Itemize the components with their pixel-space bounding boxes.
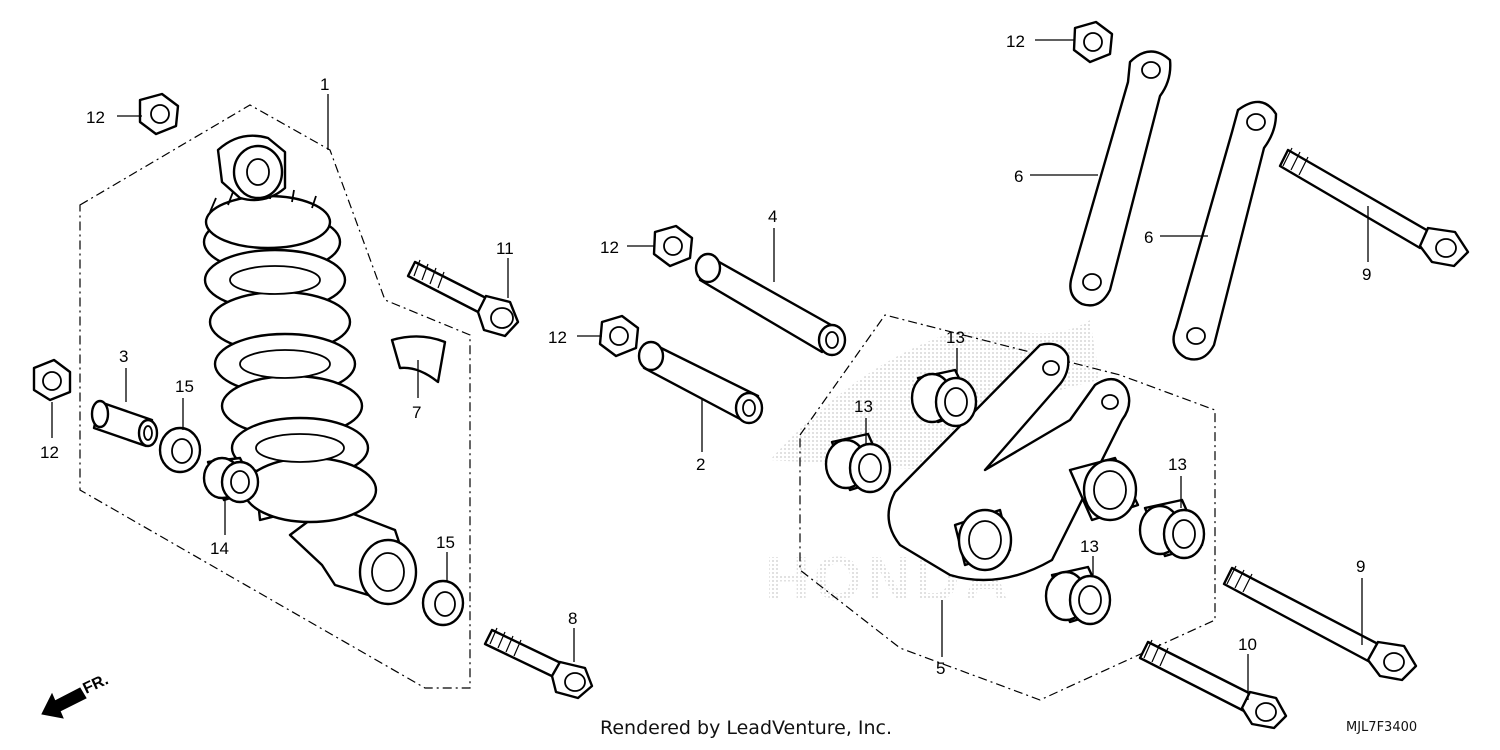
cushion-connecting-rod-right[interactable]: [1172, 100, 1278, 361]
collar-part-2[interactable]: [637, 340, 764, 425]
callout-15[interactable]: 15: [436, 533, 455, 552]
flange-nut-12-top-right[interactable]: [1072, 20, 1114, 64]
callout-12[interactable]: 12: [600, 238, 619, 257]
collar-part[interactable]: [90, 399, 159, 448]
callout-13[interactable]: 13: [854, 397, 873, 416]
long-bolt-9-upper[interactable]: [1278, 147, 1470, 268]
front-label: FR.: [81, 671, 112, 697]
callout-12[interactable]: 12: [1006, 32, 1025, 51]
callout-12[interactable]: 12: [86, 108, 105, 127]
callout-15[interactable]: 15: [175, 377, 194, 396]
footer-credit: Rendered by LeadVenture, Inc.: [600, 717, 892, 739]
cushion-connecting-rod-left[interactable]: [1069, 50, 1172, 307]
callout-12[interactable]: 12: [548, 328, 567, 347]
needle-bearing-14[interactable]: [202, 456, 260, 504]
callout-13[interactable]: 13: [1168, 455, 1187, 474]
needle-bearing-13-right[interactable]: [1138, 498, 1206, 560]
rear-shock-absorber[interactable]: [202, 134, 418, 606]
needle-bearing-13-bottom[interactable]: [1044, 565, 1112, 626]
flange-nut-12-left[interactable]: [32, 358, 72, 402]
callout-12[interactable]: 12: [40, 443, 59, 462]
callout-numbers: 1 12 12 3 15 14 7 11 15 8 12 12 4 2 12 6…: [40, 32, 1371, 678]
warning-label-part[interactable]: [390, 335, 447, 384]
cushion-arm-outline: [799, 314, 1216, 701]
flange-nut-12-center-lower[interactable]: [598, 314, 640, 358]
callout-1[interactable]: 1: [320, 75, 329, 94]
callout-13[interactable]: 13: [946, 328, 965, 347]
flange-nut-12-center-upper[interactable]: [652, 224, 694, 268]
callout-8[interactable]: 8: [568, 609, 577, 628]
callout-7[interactable]: 7: [412, 403, 421, 422]
diagram-code: MJL7F3400: [1346, 720, 1417, 735]
dust-seal-lower[interactable]: [421, 579, 465, 627]
flange-nut-12-top-left[interactable]: [138, 92, 180, 136]
leader-lines: [51, 39, 1369, 700]
front-direction-indicator: FR.: [41, 671, 112, 719]
callout-6[interactable]: 6: [1144, 228, 1153, 247]
callout-4[interactable]: 4: [768, 207, 777, 226]
callout-9[interactable]: 9: [1356, 557, 1365, 576]
cushion-arm[interactable]: [887, 342, 1140, 582]
needle-bearing-13-left[interactable]: [824, 432, 892, 494]
bolt-10[interactable]: [1138, 639, 1288, 730]
callout-6[interactable]: 6: [1014, 167, 1023, 186]
long-bolt-9-lower[interactable]: [1222, 565, 1418, 682]
callout-14[interactable]: 14: [210, 539, 229, 558]
callout-3[interactable]: 3: [119, 347, 128, 366]
shock-spring: [202, 210, 378, 524]
shock-assembly-outline: [79, 104, 471, 689]
callout-9[interactable]: 9: [1362, 265, 1371, 284]
callout-10[interactable]: 10: [1238, 635, 1257, 654]
callout-2[interactable]: 2: [696, 455, 705, 474]
callout-5[interactable]: 5: [936, 659, 945, 678]
collar-part-4[interactable]: [694, 252, 847, 357]
dust-seal-upper[interactable]: [158, 426, 202, 474]
flange-bolt-11[interactable]: [406, 259, 520, 338]
arrow-down-left-icon: [41, 687, 87, 719]
flange-bolt-8[interactable]: [483, 627, 594, 700]
callout-11[interactable]: 11: [496, 239, 514, 258]
needle-bearing-13-top[interactable]: [910, 368, 978, 428]
callout-13[interactable]: 13: [1080, 537, 1099, 556]
